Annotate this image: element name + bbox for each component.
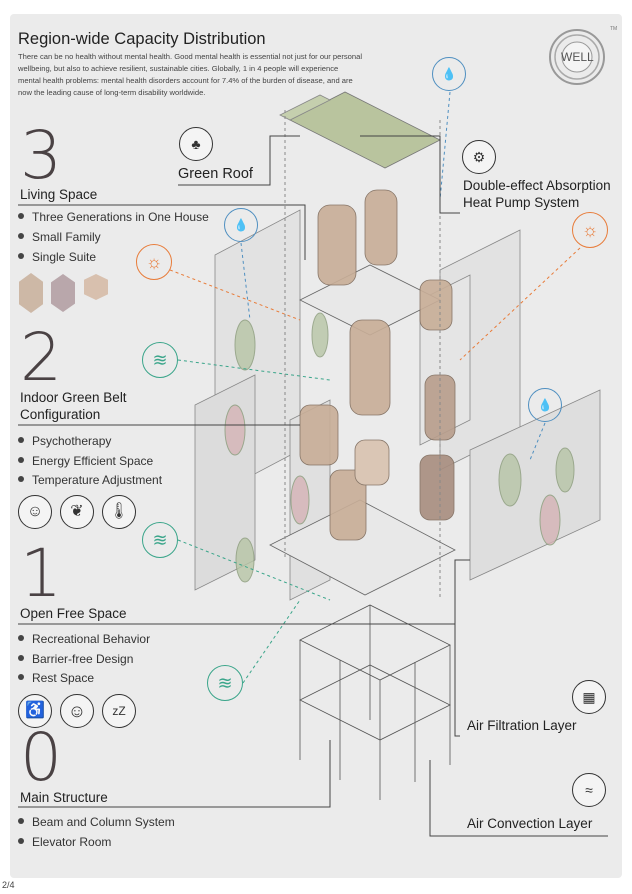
heat-pump-label-line1: Double-effect Absorption <box>463 178 611 193</box>
bullet-item: Psychotherapy <box>18 434 111 448</box>
well-logo: WELL <box>548 28 606 86</box>
pod-swatch-large <box>19 273 43 313</box>
pod-swatch-small <box>84 274 108 300</box>
leaf-plug-icon: ❦ <box>60 495 94 529</box>
structure-frame <box>299 664 451 741</box>
air-convection-icon: ≈ <box>572 773 606 807</box>
water-drops-icon: 💧 <box>224 208 258 242</box>
sun-icon: ☼ <box>136 244 172 280</box>
heat-pump-icon: ⚙ <box>462 140 496 174</box>
air-filtration-label: Air Filtration Layer <box>467 718 577 733</box>
pod-swatch-medium <box>51 274 75 312</box>
water-drops-icon: 💧 <box>432 57 466 91</box>
level-number: 0 <box>20 719 62 796</box>
green-roof-wing <box>279 94 331 121</box>
level-title: Living Space <box>20 187 98 202</box>
bullet-item: Energy Efficient Space <box>18 454 153 468</box>
bullet-item: Temperature Adjustment <box>18 473 162 487</box>
well-logo-text: WELL <box>561 50 594 64</box>
structure-frame <box>299 604 451 681</box>
sun-icon: ☼ <box>572 212 608 248</box>
intro-paragraph: There can be no health without mental he… <box>18 52 363 97</box>
level-number: 2 <box>20 319 62 396</box>
wind-icon: ≋ <box>142 522 178 558</box>
page-number: 2/4 <box>2 880 15 890</box>
bullet-item: Rest Space <box>18 671 94 685</box>
bullet-item: Three Generations in One House <box>18 210 209 224</box>
trademark: TM <box>610 26 618 32</box>
head-icon: ☺ <box>18 495 52 529</box>
level-title: Open Free Space <box>20 606 127 621</box>
thermometer-icon: 🌡 <box>102 495 136 529</box>
green-roof-label: Green Roof <box>178 166 253 182</box>
water-drops-icon: 💧 <box>528 388 562 422</box>
bullet-item: Elevator Room <box>18 835 111 849</box>
bullet-item: Barrier-free Design <box>18 652 133 666</box>
green-roof-icon: ♣ <box>179 127 213 161</box>
heat-pump-label-line2: Heat Pump System <box>463 195 580 210</box>
smile-icon: ☺ <box>60 694 94 728</box>
bullet-item: Beam and Column System <box>18 815 175 829</box>
recliner-icon: ♿ <box>18 694 52 728</box>
wind-icon: ≋ <box>207 665 243 701</box>
living-pods <box>299 189 456 541</box>
air-filter-icon: ▦ <box>572 680 606 714</box>
level-title: Main Structure <box>20 790 108 805</box>
level-title: Configuration <box>20 407 101 422</box>
bullet-item: Small Family <box>18 230 101 244</box>
sleep-icon: zZ <box>102 694 136 728</box>
leader-lines <box>18 135 608 837</box>
trees <box>224 312 575 583</box>
page-title: Region-wide Capacity Distribution <box>18 30 266 48</box>
bullet-item: Single Suite <box>18 250 96 264</box>
level-title: Indoor Green Belt <box>20 390 127 405</box>
level-number: 1 <box>20 535 62 612</box>
bullet-item: Recreational Behavior <box>18 632 150 646</box>
wind-icon: ≋ <box>142 342 178 378</box>
level-number: 3 <box>20 117 62 194</box>
air-convection-label: Air Convection Layer <box>467 816 593 831</box>
